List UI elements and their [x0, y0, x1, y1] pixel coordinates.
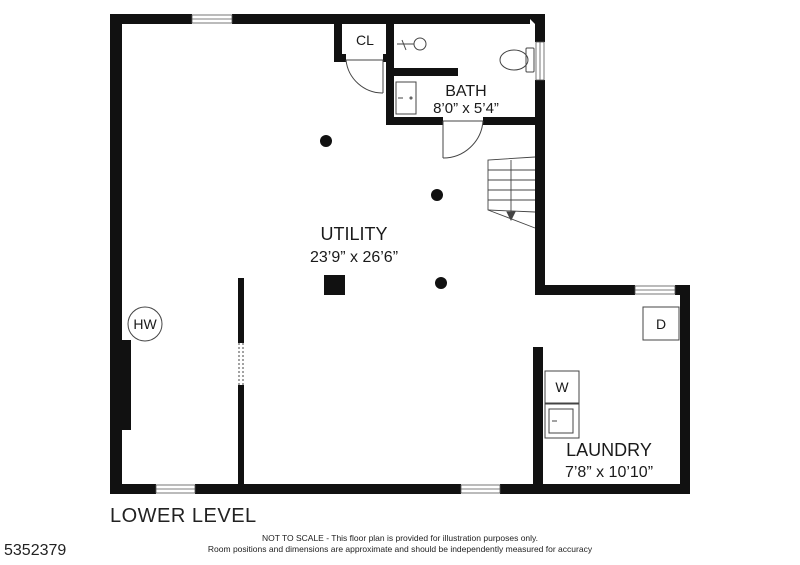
support-column [320, 135, 332, 147]
wall-partition-lower [238, 385, 244, 485]
shower-head-icon [397, 37, 427, 51]
wall-partition-upper [238, 278, 244, 343]
wall-closet-left [334, 14, 342, 62]
wall-bottom-left [110, 484, 156, 494]
windows [155, 14, 676, 494]
bath-name: BATH [445, 83, 486, 100]
wall-left [110, 14, 122, 494]
wall-left-pillar [122, 340, 131, 430]
stair-arrow-icon [506, 211, 516, 222]
disclaimer-line-1: NOT TO SCALE - This floor plan is provid… [261, 533, 539, 543]
closet-label: CL [356, 32, 374, 48]
washer-label: W [555, 379, 569, 395]
dryer-label: D [656, 316, 666, 332]
wall-bottom-mid [195, 484, 461, 494]
wall-closet-bottom-left [334, 54, 346, 62]
wall-top-right [232, 14, 530, 24]
wall-right-mid [535, 80, 545, 295]
utility-fixtures [320, 135, 447, 295]
wall-laundry-left [533, 347, 543, 492]
laundry-fixtures [544, 306, 680, 439]
washer [544, 370, 580, 404]
closet-door [345, 59, 384, 94]
wall-bath-bottom-right [483, 117, 540, 125]
utility-dims: 23’9” x 26’6” [310, 249, 398, 266]
dryer [642, 306, 680, 341]
wall-right-upper [535, 14, 545, 42]
listing-id: 5352379 [4, 542, 67, 559]
partition-opening [238, 343, 244, 385]
wall-bath-shelf [394, 68, 458, 76]
utility-name: UTILITY [320, 224, 387, 244]
level-title: LOWER LEVEL [110, 505, 257, 527]
disclaimer-line-2: Room positions and dimensions are approx… [207, 544, 593, 554]
walls [110, 14, 690, 494]
support-column [431, 189, 443, 201]
laundry-sink-icon [544, 403, 580, 439]
bath-dims: 8’0” x 5’4” [433, 100, 499, 117]
wall-top-left [110, 14, 192, 24]
sink-icon [395, 81, 417, 115]
laundry-dims: 7’8” x 10’10” [565, 464, 653, 481]
wall-laundry-top [535, 285, 635, 295]
wall-closet-bottom-right [383, 54, 391, 62]
stairs [487, 156, 536, 229]
bath-door [442, 120, 484, 159]
water-heater-icon [127, 306, 163, 342]
wall-closet-right [386, 14, 394, 124]
wall-bath-bottom-left [386, 117, 443, 125]
toilet-icon [499, 47, 535, 73]
water-heater-label: HW [133, 316, 157, 332]
bath-fixtures [395, 37, 535, 115]
laundry-name: LAUNDRY [566, 440, 652, 460]
support-column [435, 277, 447, 289]
furnace [324, 275, 345, 295]
wall-bottom-right [500, 484, 690, 494]
doors [238, 59, 484, 385]
wall-laundry-right [680, 285, 690, 494]
